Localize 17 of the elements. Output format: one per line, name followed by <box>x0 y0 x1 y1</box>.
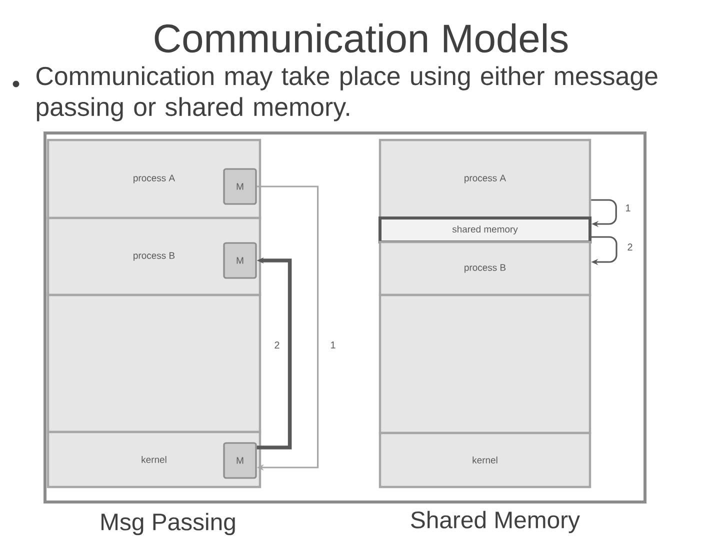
panel-caption: Shared Memory <box>411 510 580 534</box>
message-box: M <box>223 242 257 279</box>
kernel-box: kernel <box>378 432 592 488</box>
message-box: M <box>223 168 257 205</box>
process-box: process A <box>378 138 592 220</box>
arrow <box>256 186 319 471</box>
edge-label: 1 <box>328 340 338 350</box>
bullet-text: Communication may take place using either message passing or shared memory. <box>36 66 658 122</box>
arrow <box>591 199 617 228</box>
process-box: process B <box>378 240 592 296</box>
memory-band: shared memory <box>378 216 592 244</box>
edge-label: 2 <box>272 340 282 350</box>
edge-label: 2 <box>626 242 634 252</box>
message-box: M <box>223 442 257 479</box>
edge-label: 1 <box>624 203 632 213</box>
panel-caption: Msg Passing <box>102 512 235 536</box>
slide-title: Communication Models <box>154 23 568 53</box>
